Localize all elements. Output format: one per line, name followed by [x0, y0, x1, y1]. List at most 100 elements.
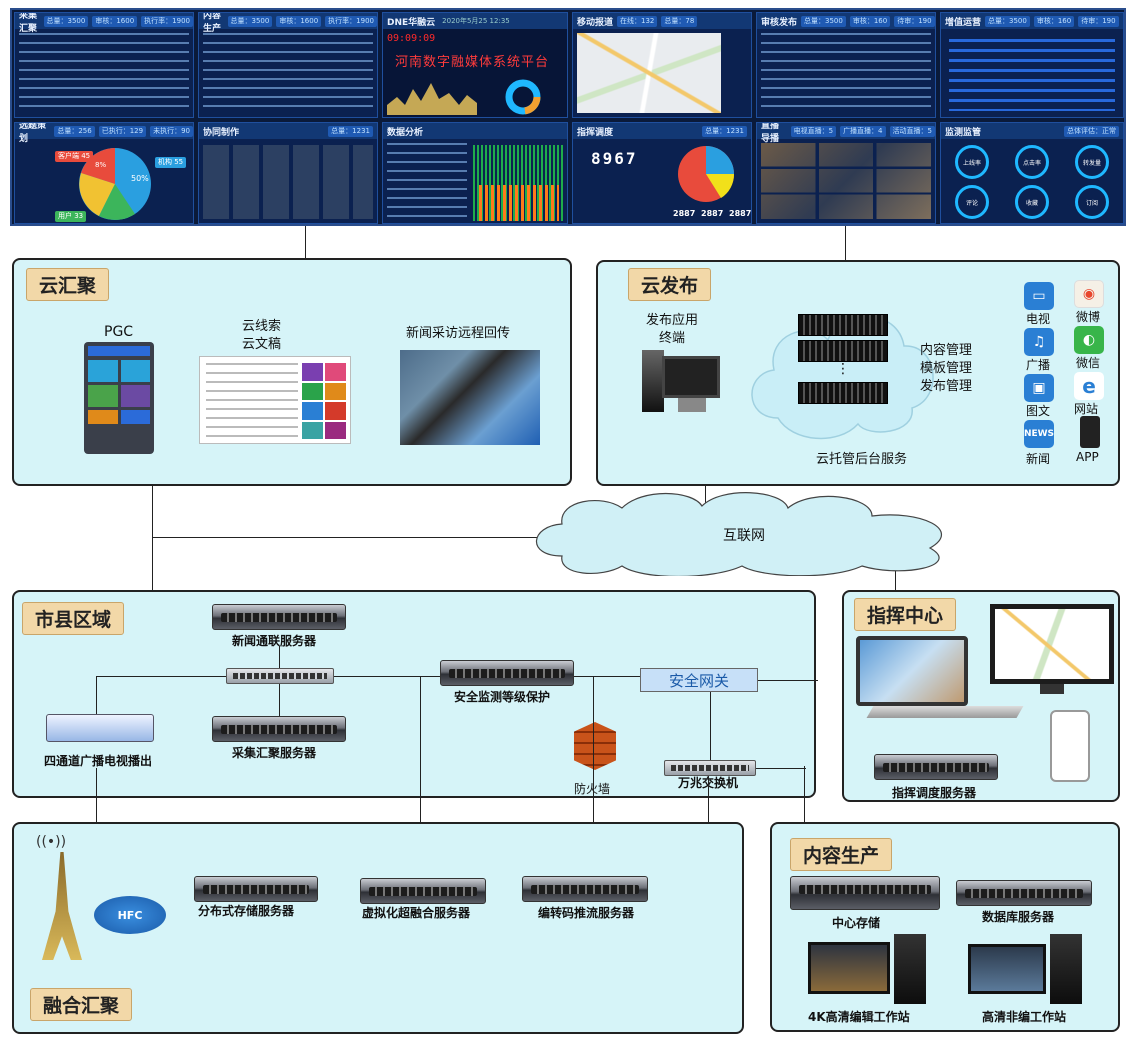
dash-chip: 未执行：90 [150, 125, 193, 137]
dash-panel-title: 移动报道 [577, 17, 614, 28]
dash-panel-title: 增值运营 [945, 17, 982, 28]
dash-timer: 09:09:09 [387, 33, 436, 44]
hyper-label: 虚拟化超融合服务器 [362, 906, 471, 920]
dash-chip: 活动直播：5 [889, 125, 935, 137]
dash-panel-title: 内容生产 [203, 12, 222, 34]
connector [574, 676, 640, 677]
dash-panel-ops: 增值运营 总量：3500 审核：160 待审：190 [940, 12, 1124, 118]
connector [845, 226, 846, 260]
dash-area-chart [387, 83, 477, 115]
command-server-icon [874, 754, 998, 780]
dash-chip: 总量：1231 [328, 125, 373, 137]
pie-label: 8% [95, 161, 106, 169]
command-center-panel: 指挥中心 指挥调度服务器 [842, 590, 1120, 802]
laptop-base [866, 706, 1024, 718]
dash-chip: 审核：1600 [276, 15, 322, 27]
platform-name: 河南数字融媒体系统平台 [395, 55, 550, 70]
firewall-icon [574, 722, 616, 770]
dash-chip: 审核：1600 [92, 15, 138, 27]
channel-label: 图文 [1026, 404, 1051, 418]
dash-command-pie [678, 146, 735, 202]
dash-count: 2887 [701, 209, 724, 218]
dash-panel-collab: 协同制作 总量：1231 [198, 122, 378, 224]
hyper-server-icon [360, 878, 486, 904]
pie-legend: 客户端 45 [55, 151, 94, 162]
panel-title: 云汇聚 [26, 268, 110, 301]
transcode-server-icon [522, 876, 648, 902]
dash-chip: 总量：256 [54, 125, 95, 137]
pc-terminal-icon [642, 350, 722, 414]
dash-chip: 待审：190 [1078, 15, 1119, 27]
dash-chip: 总体评估：正常 [1064, 125, 1119, 137]
collect-server-icon [212, 716, 346, 742]
clues-label: 云线索 云文稿 [242, 319, 282, 352]
backend-label: 云托管后台服务 [816, 452, 908, 467]
connector [705, 486, 706, 510]
dash-chip: 审核：160 [1033, 15, 1075, 27]
dash-panel-topic: 选题策划 总量：256 已执行：129 未执行：90 50% 8% 客户端 45… [14, 122, 194, 224]
dash-chip: 总量：3500 [227, 15, 273, 27]
dash-count: 2887 [673, 209, 696, 218]
connector [279, 646, 280, 668]
storage-label: 分布式存储服务器 [198, 904, 295, 918]
core-switch-icon [226, 668, 334, 684]
connector [710, 692, 711, 760]
10g-switch-icon [664, 760, 756, 776]
channel-label: 网站 [1074, 402, 1099, 416]
connector [758, 680, 818, 681]
dash-panel-produce: 内容生产 总量：3500 审核：1600 执行率：1900 [198, 12, 378, 118]
security-server-icon [440, 660, 574, 686]
dash-chip: 已执行：129 [98, 125, 147, 137]
gateway-label: 安全网关 [668, 671, 729, 690]
dash-panel-analysis: 数据分析 [382, 122, 568, 224]
channel-label: 微博 [1076, 310, 1101, 324]
internet-label: 互联网 [723, 528, 765, 544]
connector [96, 676, 97, 714]
weibo-icon: ◉ [1074, 280, 1104, 308]
connector [804, 766, 805, 822]
connector [152, 486, 153, 668]
dash-map [577, 33, 721, 113]
dash-panel-title: 协同制作 [203, 127, 240, 138]
dash-chip: 2020年5月25 12:35 [442, 16, 510, 25]
hfc-label: HFC [117, 908, 143, 922]
signal-icon: ((•)) [36, 834, 67, 850]
dash-orange-bars [479, 185, 559, 221]
hfc-cloud: HFC [94, 896, 166, 934]
mgmt-label: 内容管理 模板管理 发布管理 [920, 343, 973, 394]
panel-title: 云发布 [628, 268, 712, 301]
storage-server-icon [194, 876, 318, 902]
dash-thumbs [203, 145, 373, 219]
pgc-label: PGC [104, 324, 134, 340]
news-server-icon [212, 604, 346, 630]
dash-chip: 审核：160 [849, 15, 891, 27]
dash-list [387, 143, 467, 219]
ring: 转发量 [1075, 145, 1109, 179]
dash-donut [505, 79, 541, 115]
ring-label: 订阅 [1085, 199, 1098, 207]
pie-label: 50% [131, 174, 149, 183]
connector [756, 768, 806, 769]
workstation-4k-icon [808, 934, 928, 1004]
dash-chip: 总量：3500 [801, 15, 846, 27]
dash-panel-center: DNE华融云 2020年5月25 12:35 09:09:09 河南数字融媒体系… [382, 12, 568, 118]
panel-title: 融合汇聚 [30, 988, 133, 1021]
production-panel: 内容生产 中心存储 数据库服务器 4K高清编辑工作站 高清非编工作站 [770, 822, 1120, 1032]
dash-count: 2887 [729, 209, 752, 218]
dash-panel-title: 指挥调度 [577, 127, 614, 138]
ring: 收藏 [1015, 185, 1049, 219]
internet-cloud: 互联网 [535, 492, 943, 576]
dash-chip: 执行率：1900 [141, 15, 193, 27]
connector [279, 684, 280, 716]
broadcast-device-icon [46, 714, 154, 742]
dash-chip: 广播直播：4 [840, 125, 886, 137]
connector [420, 676, 421, 876]
dash-list [19, 33, 189, 113]
ring-label: 收藏 [1025, 199, 1038, 207]
dash-panel-title: 选题策划 [19, 122, 47, 144]
ring: 上线率 [955, 145, 989, 179]
dash-panel-title: 数据分析 [387, 127, 424, 138]
connector [593, 676, 594, 876]
cloud-publish-panel: 云发布 发布应用 终端 ⋮ 内容管理 模板管理 发布管理 云托管后台服务 ▭ 电… [596, 260, 1120, 486]
ring-label: 转发量 [1082, 159, 1101, 167]
